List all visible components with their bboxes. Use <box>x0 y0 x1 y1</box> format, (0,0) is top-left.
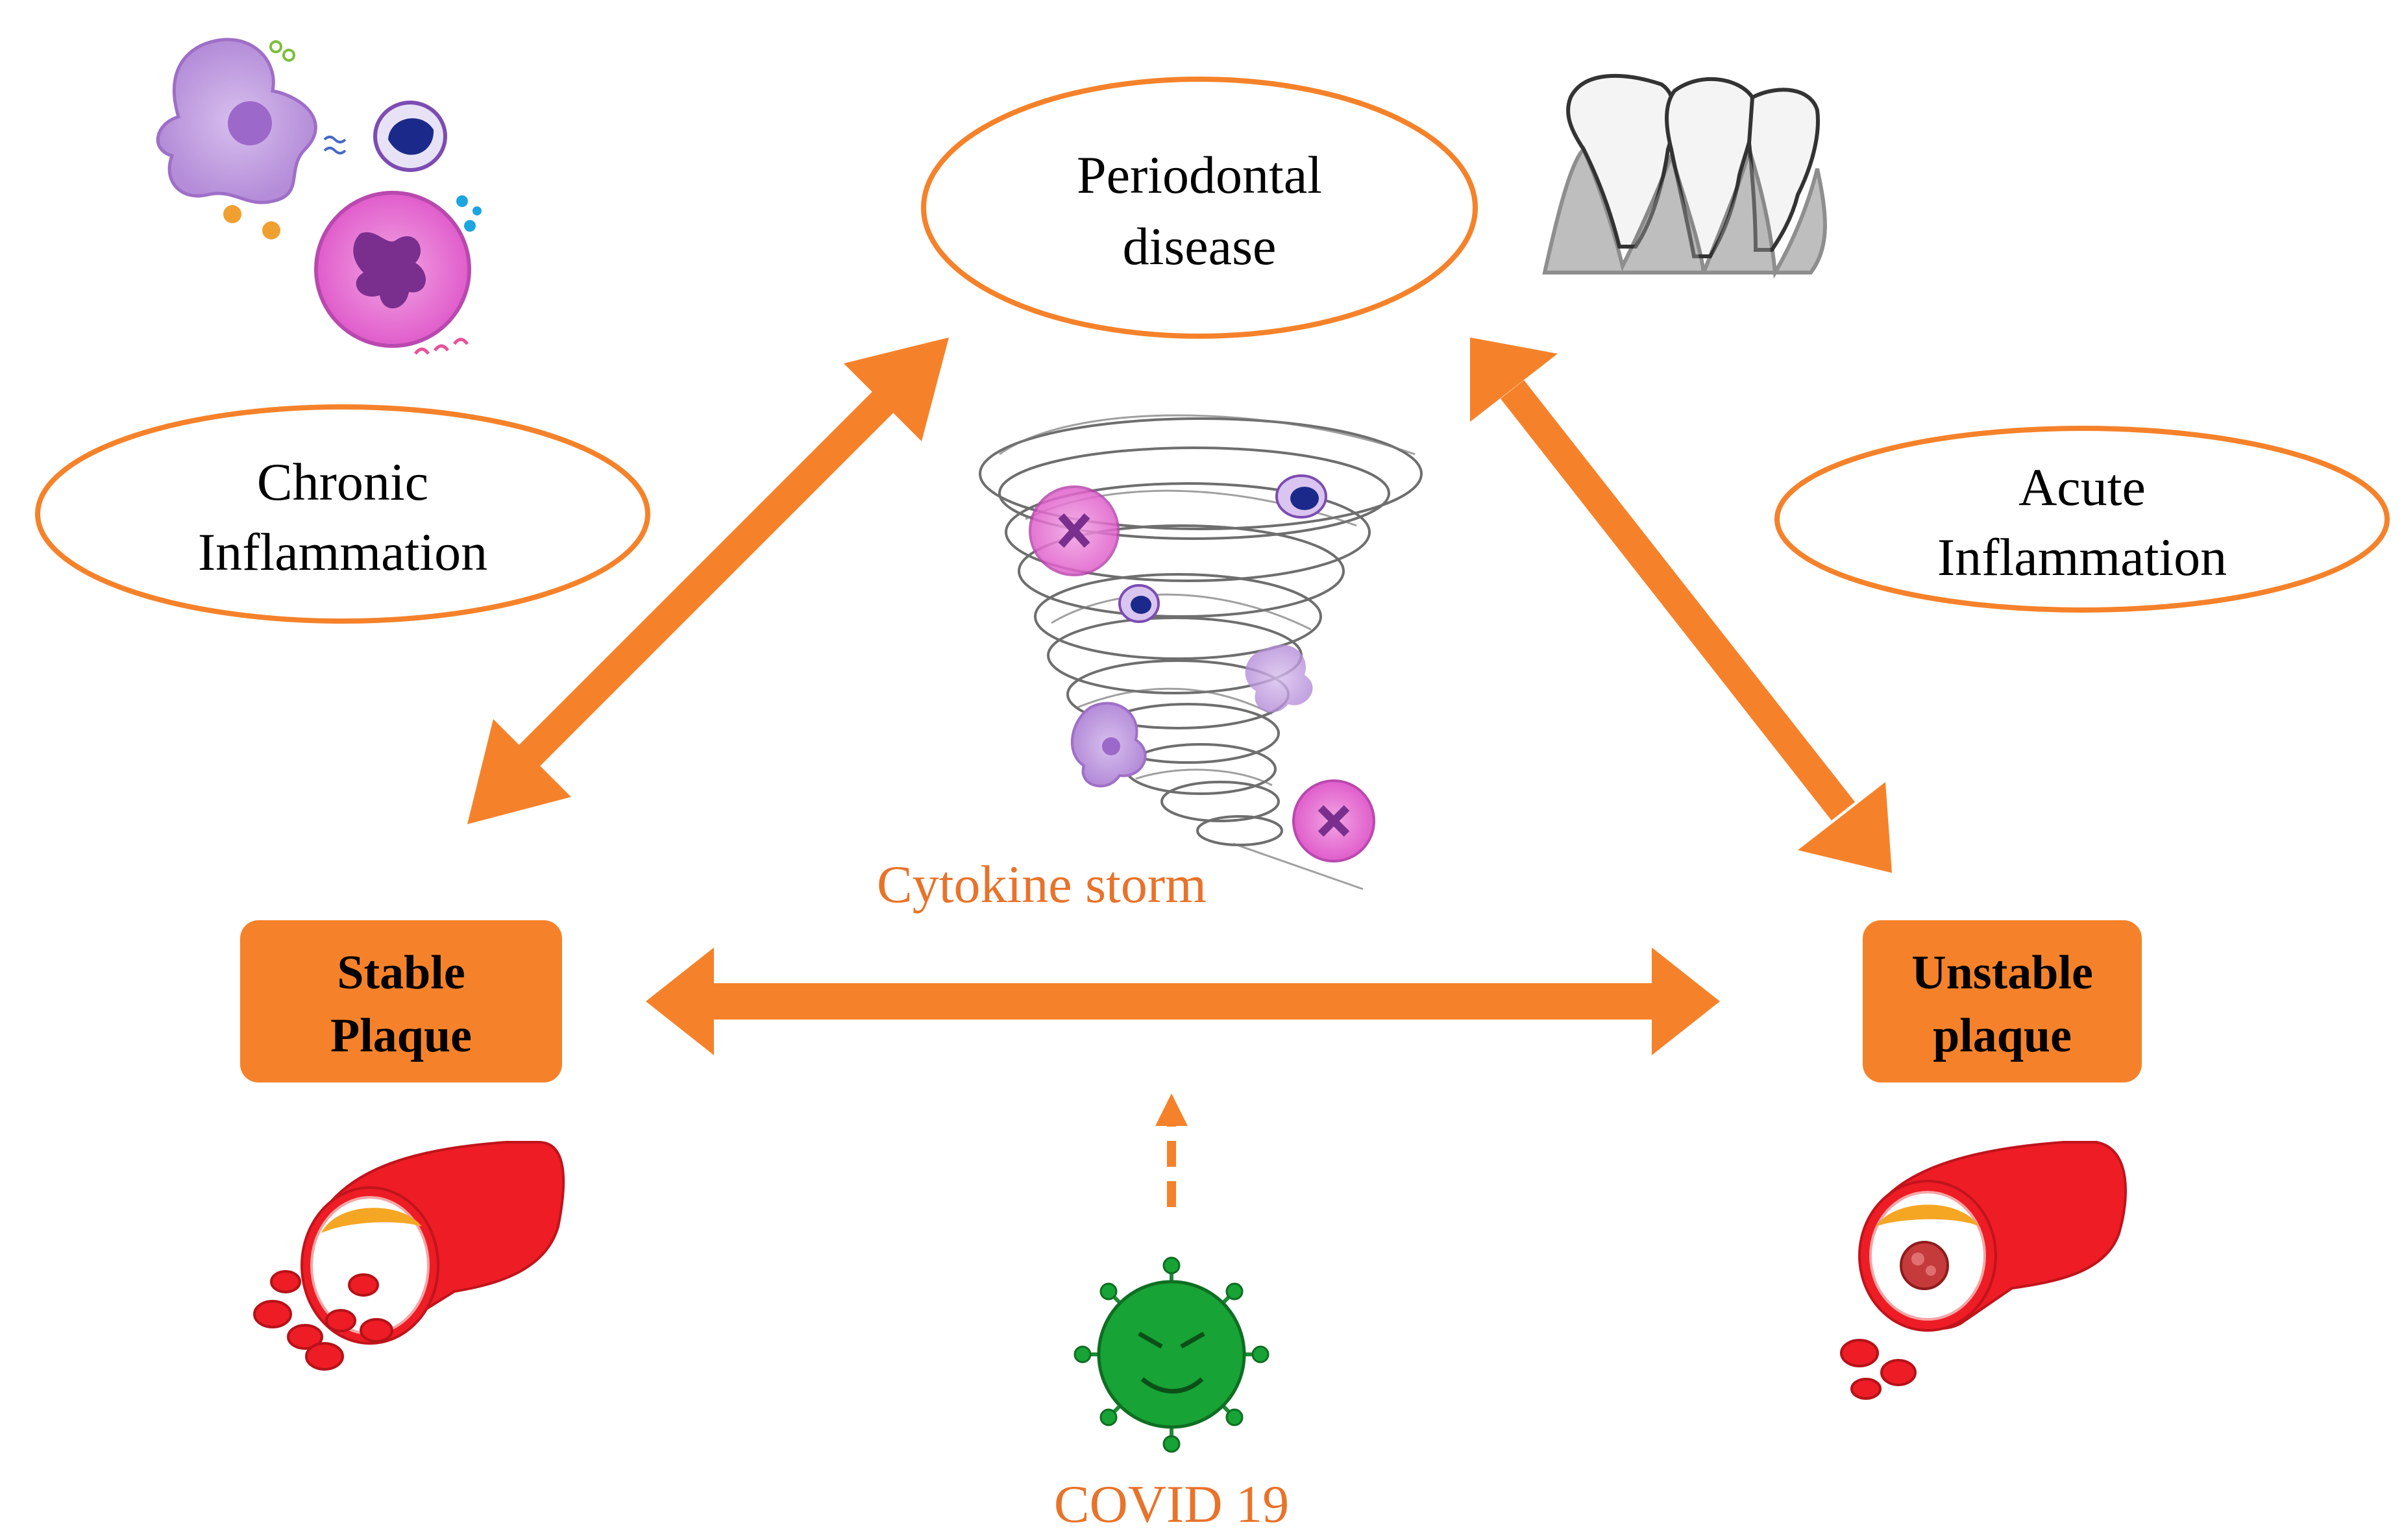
unstable-label-line1: Unstable <box>1911 946 2093 999</box>
node-stable-plaque: Stable Plaque <box>240 920 562 1082</box>
stable-label-line2: Plaque <box>330 1009 472 1062</box>
node-unstable-plaque: Unstable plaque <box>1863 920 2142 1082</box>
cytokine-tornado-icon <box>979 414 1423 890</box>
node-periodontal-disease: Periodontal disease <box>921 77 1478 339</box>
arrow-covid-dashed <box>1155 1094 1188 1207</box>
node-chronic-inflammation: Chronic Inflammation <box>35 404 650 624</box>
arrow-stable-unstable <box>646 947 1720 1055</box>
node-acute-inflammation: Acute Inflammation <box>1774 426 2390 613</box>
chronic-label-line2: Inflammation <box>198 522 487 581</box>
periodontal-label-line1: Periodontal <box>1077 145 1322 204</box>
acute-label-line2: Inflammation <box>1937 528 2227 587</box>
chronic-label-line1: Chronic <box>257 452 428 511</box>
artery-unstable-plaque-icon <box>1840 1141 2127 1400</box>
unstable-label-line2: plaque <box>1933 1009 2072 1062</box>
immune-cells-icon <box>156 38 482 355</box>
cytokine-storm-label: Cytokine storm <box>877 855 1207 914</box>
arrow-periodontal-chronic-stable <box>467 337 949 824</box>
periodontal-label-line2: disease <box>1123 217 1277 276</box>
artery-stable-plaque-icon <box>253 1141 565 1371</box>
teeth-icon <box>1542 73 1827 279</box>
covid-label: COVID 19 <box>1054 1474 1289 1534</box>
coronavirus-icon <box>1073 1256 1269 1453</box>
acute-label-line1: Acute <box>2018 458 2146 517</box>
arrow-periodontal-acute-unstable <box>1470 337 1892 873</box>
stable-label-line1: Stable <box>337 946 465 999</box>
